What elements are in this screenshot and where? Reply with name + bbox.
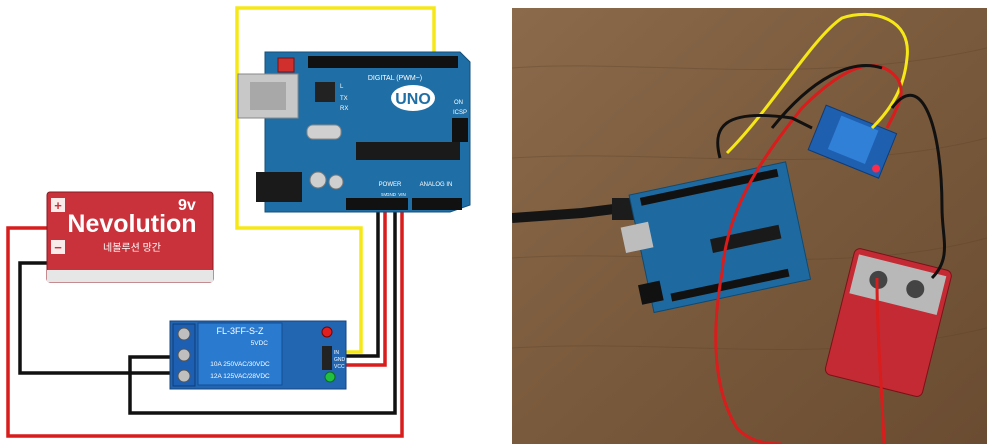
photo-red-wire-1 [720,64,903,274]
relay-pin-vcc: VCC [334,364,345,370]
arduino-model: UNO [395,91,431,108]
relay-rating-1: 10A 250VAC/30VDC [210,361,270,368]
black-battery-negative-wire [18,261,170,375]
icsp-label: ICSP [453,110,467,116]
battery-voltage: 9v [178,197,196,214]
analog-header [412,198,462,210]
photo-arduino-board [620,161,812,314]
digital-label: DIGITAL (PWM~) [368,75,422,82]
uno-logo [391,85,435,111]
photo-black-wire-3 [770,64,883,129]
relay-coil-box [197,322,283,386]
wiring-photo [512,8,987,444]
power-label: POWER [379,182,402,188]
analog-label: ANALOG IN [420,182,453,188]
photo-red-wire-2 [714,272,783,444]
relay-rating-2: 12A 125VAC/28VDC [210,373,270,380]
rx-label: RX [340,106,348,112]
power-pin-5v: 5V [381,192,387,197]
battery-plus-sign: + [54,198,62,213]
digital-header [308,56,458,68]
usb-cable [512,203,623,223]
wires [6,6,436,438]
relay-pin-header [322,346,332,370]
wiring-schematic: + − 9v Nevolution 네볼루션 망간 DIGITAL (PWM~)… [6,6,471,438]
power-pin-gnd: GND [386,192,397,197]
on-label: ON [454,100,463,106]
battery-brand: Nevolution [67,210,196,238]
capacitor-1 [309,171,327,189]
red-power-wire-vcc [345,208,387,367]
relay-module: FL-3FF-S-Z 5VDC 10A 250VAC/30VDC 12A 125… [169,320,347,390]
relay-model: FL-3FF-S-Z [217,326,264,336]
icsp-header [452,118,468,142]
arduino-uno-board: DIGITAL (PWM~) ICSP UNO ON L TX RX POWER… [237,51,471,213]
dc-power-jack [256,172,302,202]
photo-yellow-wire [725,12,909,155]
power-header [346,198,408,210]
relay-coil-voltage: 5VDC [251,340,269,347]
photo-relay-module [807,104,898,179]
photo-red-battery-wire [875,277,886,444]
yellow-signal-wire [235,6,436,354]
capacitor-2 [328,174,344,190]
battery-9v: + − 9v Nevolution 네볼루션 망간 [46,191,214,283]
black-ground-wire-gnd [345,208,380,358]
small-chip [315,82,335,102]
power-pin-vin: VIN [398,192,406,197]
crystal [306,124,342,140]
tx-label: TX [340,96,348,102]
reset-button [277,57,295,73]
photo-black-wire-1 [716,113,813,159]
relay-pin-in: IN [334,350,339,356]
red-battery-positive-wire [6,208,404,438]
battery-minus-sign: − [54,240,62,255]
black-relay-com-wire [128,208,397,415]
atmega-chip [356,142,460,160]
battery-subtitle: 네볼루션 망간 [103,242,161,254]
relay-pin-gnd: GND [334,357,346,363]
photo-black-wire-2 [890,93,946,280]
relay-red-led [321,326,333,338]
photo-wires [714,12,946,444]
l-label: L [340,84,344,90]
relay-green-led [324,371,336,383]
